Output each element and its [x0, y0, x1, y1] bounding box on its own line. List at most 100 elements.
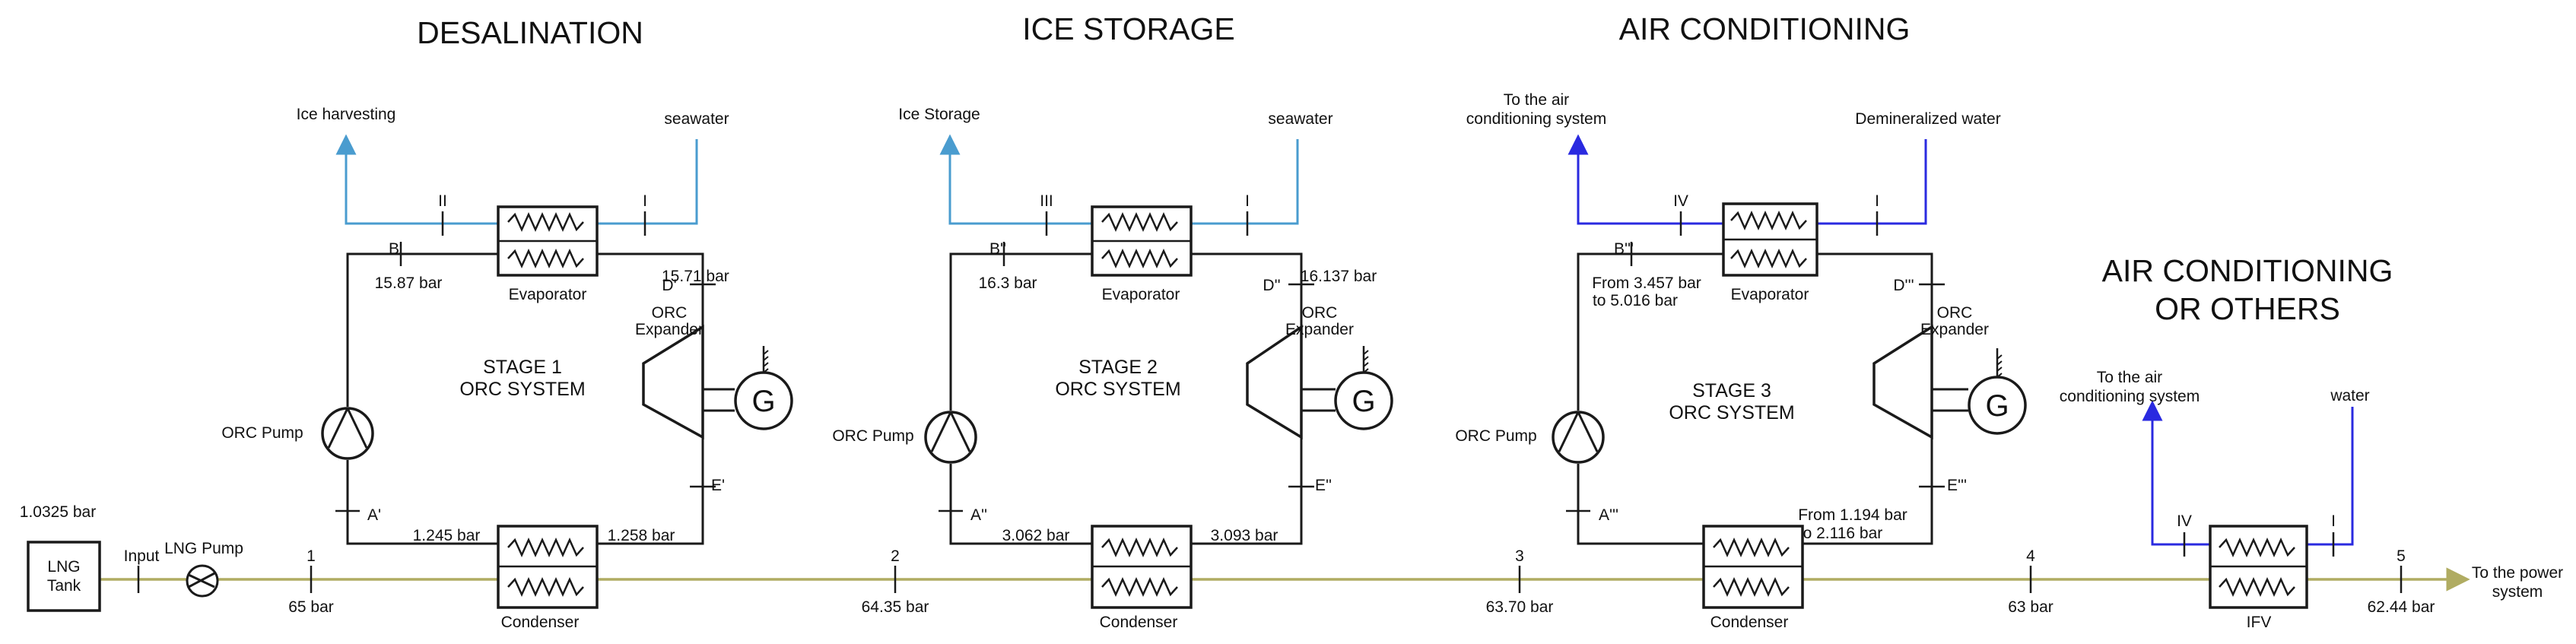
stage1-point-d: D'	[662, 277, 676, 294]
stage1-point-e: E'	[711, 477, 725, 494]
stage2-evaporator-label: Evaporator	[1102, 286, 1180, 303]
stage1-orc: Ice harvesting seawater II I Evaporator …	[221, 106, 793, 631]
stage2-expander-line1: ORC	[1302, 304, 1338, 322]
stage3-water-pipe	[1817, 139, 1927, 225]
heading-desalination: DESALINATION	[417, 15, 643, 50]
lng-point-2: 2 64.35 bar	[862, 547, 929, 616]
stage1-loop-left	[346, 252, 498, 407]
stage3-evaporator-icon	[1722, 202, 1818, 277]
ifv-out-label-line1: To the air	[2097, 369, 2162, 386]
stage3-condenser-label: Condenser	[1710, 614, 1789, 631]
lng-pump-label: LNG Pump	[164, 540, 243, 557]
stage1-title-line1: STAGE 1	[483, 357, 562, 378]
stage2-loop-right-bottom	[1191, 437, 1303, 545]
stage1-expander-line2: Expander	[635, 321, 704, 338]
lng-point-4-id: 4	[2026, 547, 2035, 565]
stage1-condenser-label: Condenser	[501, 614, 580, 631]
stage1-loop-left-bottom	[346, 460, 498, 545]
stage2-loop-left-bottom	[949, 464, 1092, 545]
lng-point-3-id: 3	[1515, 547, 1524, 565]
stage1-in-label: seawater	[664, 110, 729, 128]
stage1-expander-icon	[642, 324, 735, 439]
ifv-in-label: water	[2330, 387, 2369, 404]
stage3-generator-icon: G	[1968, 348, 2027, 435]
ifv-exchanger-icon	[2209, 525, 2308, 609]
lng-point-2-id: 2	[891, 547, 900, 565]
lng-point-3-pressure: 63.70 bar	[1486, 598, 1554, 616]
stage2-e-pressure: 3.093 bar	[1211, 527, 1278, 544]
stage2-generator-icon: G	[1334, 346, 1393, 430]
stage2-point-d: D''	[1263, 277, 1280, 294]
stage3-point-d: D'''	[1893, 277, 1914, 294]
stage2-title-line1: STAGE 2	[1078, 357, 1158, 378]
stage2-point-a: A''	[970, 506, 987, 524]
stage3-e-pressure-line1: From 1.194 bar	[1798, 506, 1907, 524]
stage3-b-pressure-line1: From 3.457 bar	[1592, 274, 1701, 292]
stage2-point-b: B''	[989, 240, 1006, 258]
stage1-point-in: I	[643, 192, 647, 210]
stage3-expander-line2: Expander	[1920, 321, 1989, 338]
stage1-orc-pump-icon	[321, 407, 374, 460]
stage3-expander-icon	[1872, 324, 1968, 440]
stage1-d-pressure: 15.71 bar	[662, 268, 729, 285]
lng-tank-label-line2: Tank	[47, 577, 81, 595]
stage2-ice-pipe	[939, 134, 1092, 225]
stage2-orc: Ice Storage seawater III I Evaporator B'…	[832, 106, 1393, 631]
stage3-point-a: A'''	[1599, 506, 1618, 524]
stage2-expander-icon	[1246, 324, 1336, 440]
stage2-b-pressure: 16.3 bar	[978, 274, 1037, 292]
stage2-point-out: III	[1040, 192, 1053, 210]
stage3-expander-line1: ORC	[1937, 304, 1973, 322]
stage3-point-in: I	[1875, 192, 1879, 210]
stage3-b-pressure-line2: to 5.016 bar	[1593, 292, 1678, 309]
stage1-point-out: II	[438, 192, 447, 210]
stage1-condenser-icon	[497, 525, 599, 609]
lng-tank: LNG Tank	[27, 541, 101, 612]
stage3-loop-right-bottom	[1803, 437, 1933, 545]
ifv-water-pipe	[2307, 407, 2354, 546]
stage3-e-pressure-line2: to 2.116 bar	[1799, 525, 1883, 542]
stage2-title-line2: ORC SYSTEM	[1055, 379, 1180, 400]
ifv-ac-pipe	[2142, 400, 2210, 546]
stage1-out-label: Ice harvesting	[297, 106, 396, 123]
stage1-harvest-pipe	[335, 134, 498, 225]
lng-point-5-id: 5	[2397, 547, 2406, 565]
stage2-d-pressure: 16.137 bar	[1301, 268, 1377, 285]
stage3-condenser-icon	[1702, 525, 1804, 609]
stage1-point-b: B'	[389, 240, 402, 258]
stage1-expander-line1: ORC	[652, 304, 688, 322]
ifv-section: To the air conditioning system water IV …	[2060, 369, 2370, 631]
stage3-point-e: E'''	[1947, 477, 1967, 494]
stage1-e-pressure: 1.258 bar	[608, 527, 675, 544]
stage3-orc-pump-icon	[1552, 411, 1605, 464]
to-power-system-line2: system	[2492, 583, 2543, 601]
ifv-point-in: I	[2331, 512, 2336, 530]
stage3-out-label-line1: To the air	[1504, 91, 1569, 109]
stage3-point-out: IV	[1673, 192, 1688, 210]
stage3-generator-label: G	[1985, 389, 2009, 423]
stage2-generator-label: G	[1352, 385, 1375, 418]
lng-point-5-pressure: 62.44 bar	[2368, 598, 2435, 616]
stage3-loop-right	[1817, 252, 1933, 327]
stage3-title-line2: ORC SYSTEM	[1669, 402, 1794, 424]
lng-tank-label-line1: LNG	[47, 558, 80, 576]
lng-point-4: 4 63 bar	[2008, 547, 2053, 616]
stage1-loop-right	[597, 252, 704, 327]
stage1-evaporator-icon	[497, 205, 599, 277]
lng-point-3: 3 63.70 bar	[1486, 547, 1554, 616]
stage1-b-pressure: 15.87 bar	[375, 274, 443, 292]
stage3-orc-pump-label: ORC Pump	[1455, 427, 1536, 445]
stage2-seawater-pipe	[1191, 139, 1299, 225]
lng-point-1-id: 1	[307, 547, 316, 565]
stage2-orc-pump-label: ORC Pump	[832, 427, 913, 445]
lng-point-4-pressure: 63 bar	[2008, 598, 2053, 616]
stage2-loop-left	[949, 252, 1092, 411]
heading-ice-storage: ICE STORAGE	[1022, 11, 1234, 46]
stage2-point-e: E''	[1315, 477, 1332, 494]
stage2-in-label: seawater	[1268, 110, 1332, 128]
stage3-orc: To the air conditioning system Demineral…	[1455, 91, 2027, 631]
stage3-ac-pipe	[1568, 134, 1723, 225]
stage1-point-a: A'	[367, 506, 381, 524]
stage2-out-label: Ice Storage	[898, 106, 980, 123]
